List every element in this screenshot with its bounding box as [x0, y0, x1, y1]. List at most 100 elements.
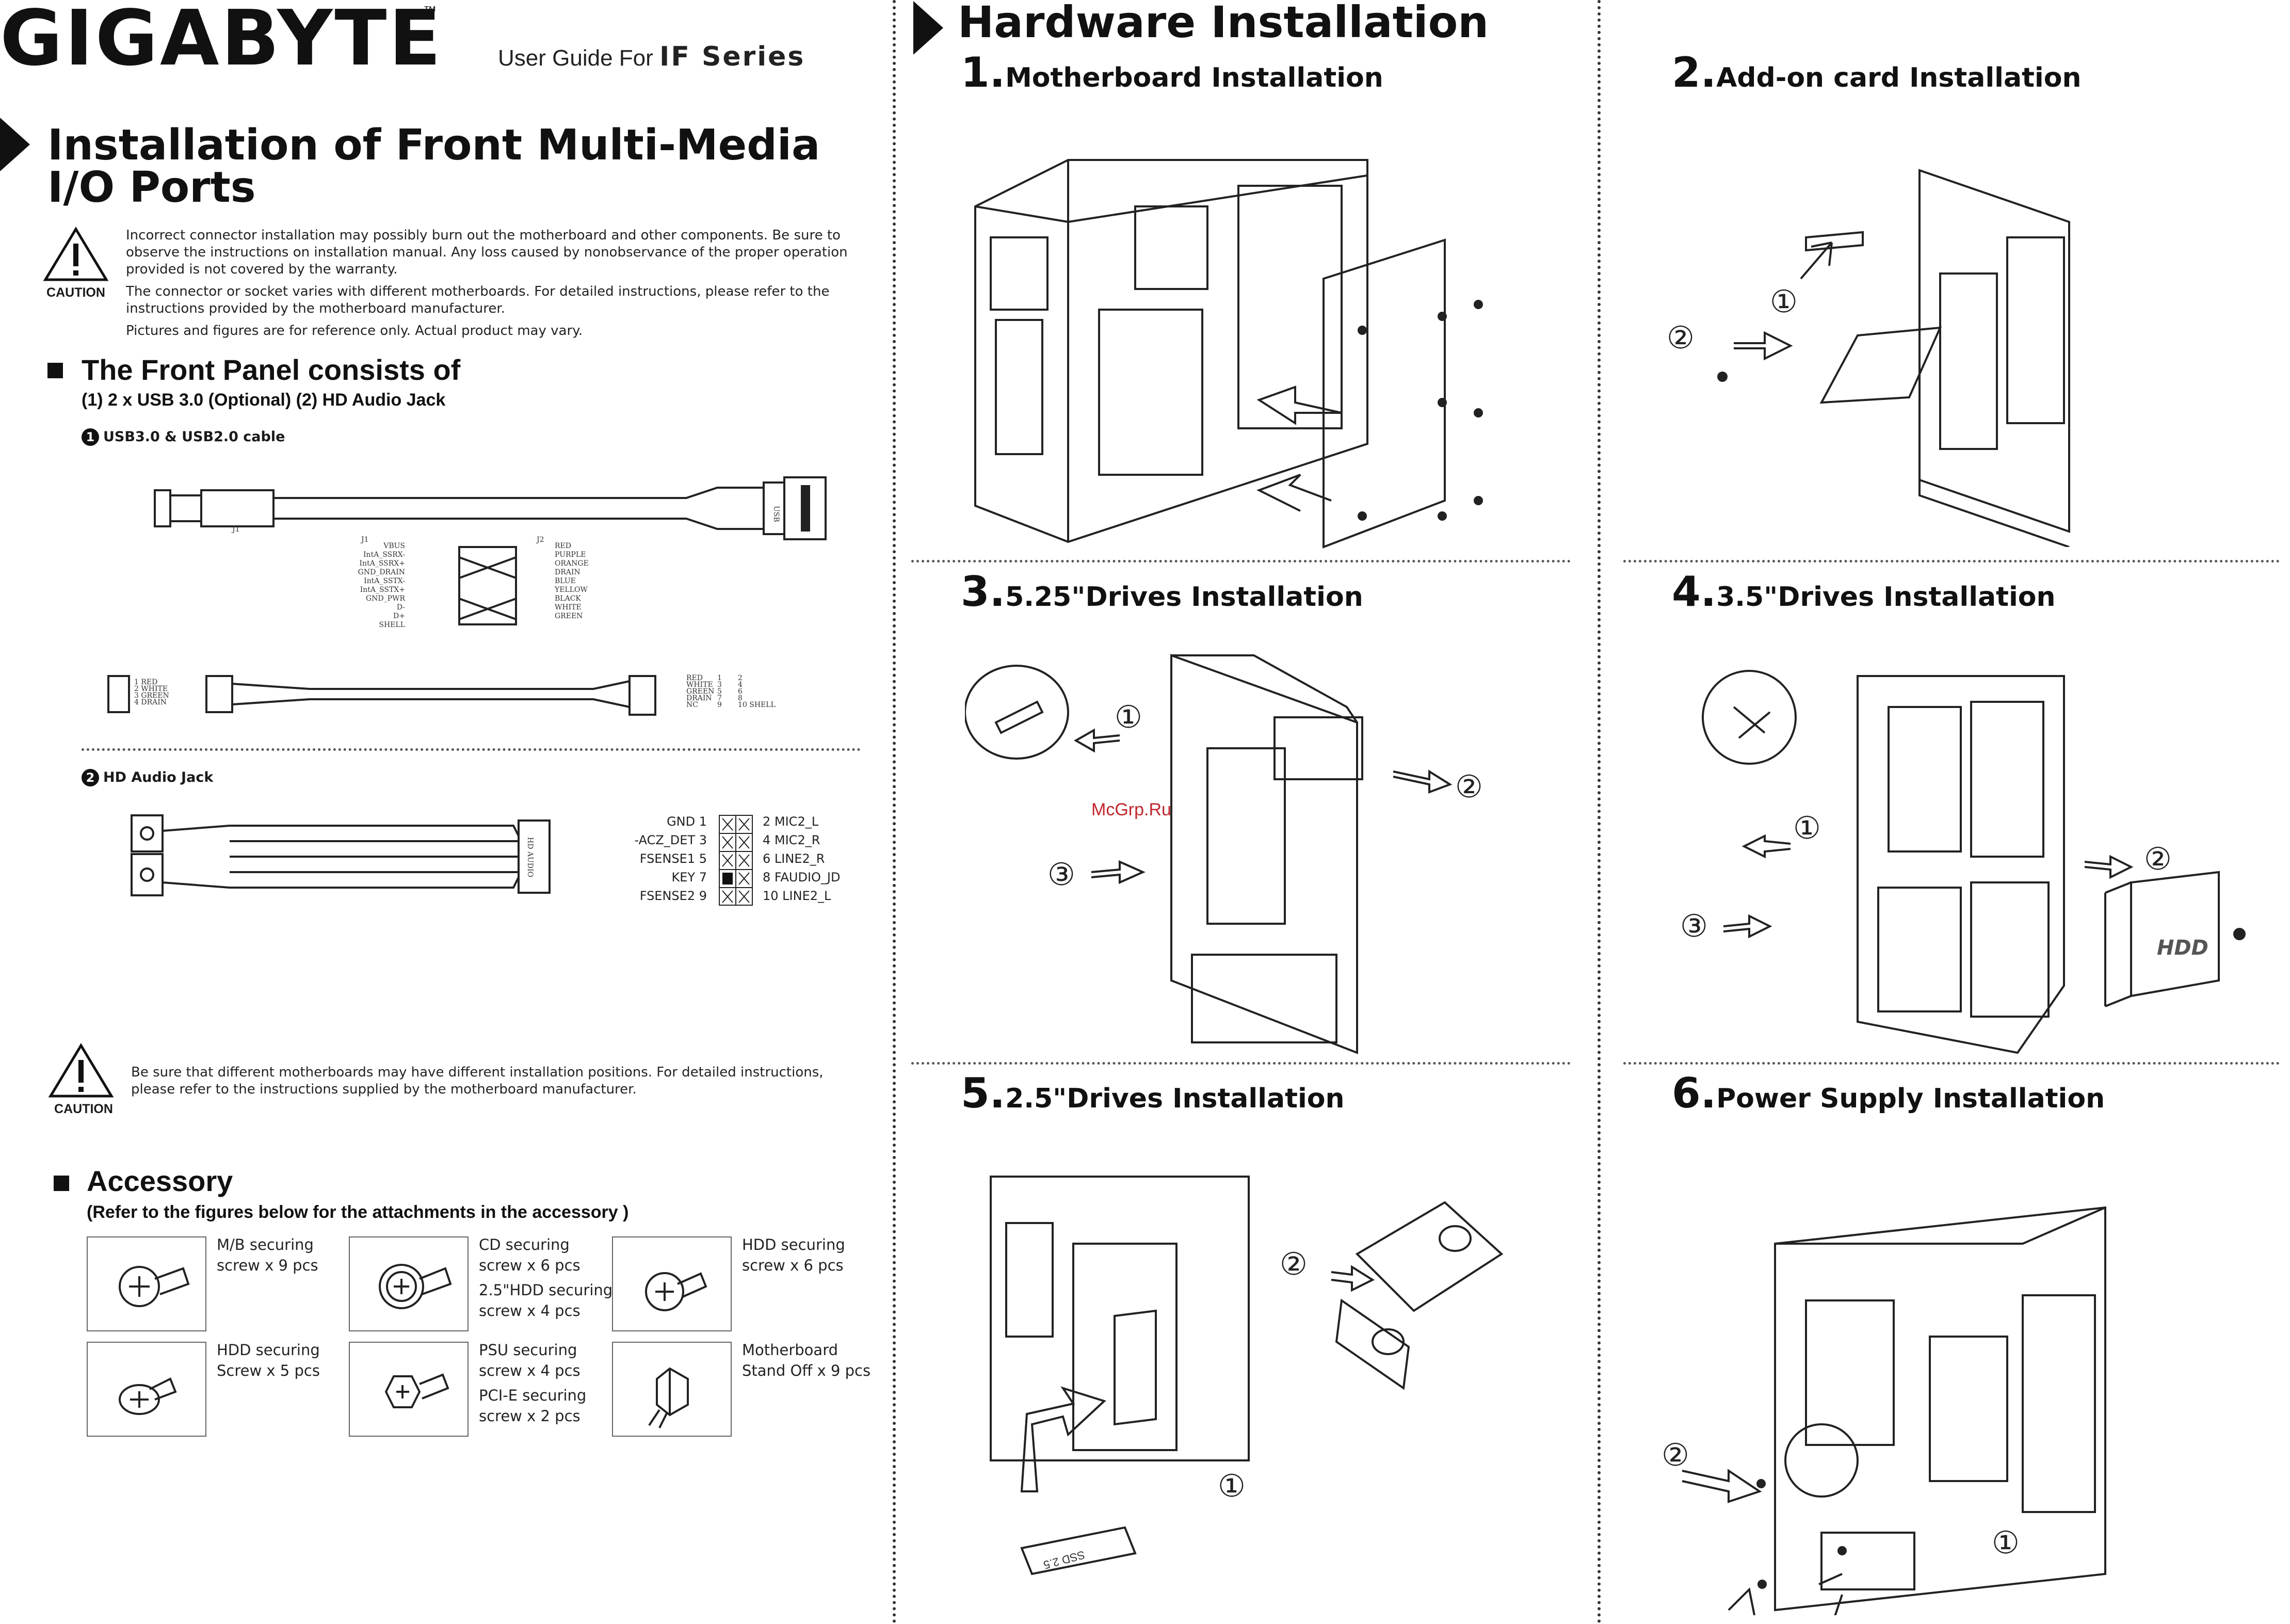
usb3-pin-label: VBUS [383, 542, 405, 550]
section-arrow-icon [913, 1, 943, 55]
row-divider [1623, 1062, 2280, 1065]
svg-text:①: ① [1115, 699, 1142, 735]
drive-25-diagram: SSD 2.5 ② ① [990, 1176, 1504, 1575]
accessory-subtitle: (Refer to the figures below for the atta… [87, 1202, 629, 1222]
svg-text:②: ② [2144, 841, 2172, 877]
mb-screw-image [87, 1236, 206, 1331]
usb3-pin-label: IntA_SSTX- [364, 577, 405, 585]
usb3-wire-color: YELLOW [554, 586, 588, 594]
hdd-screw-b-image [87, 1342, 206, 1437]
audio-pins-left: GND 1 -ACZ_DET 3 FSENSE1 5 KEY 7 FSENSE2… [634, 814, 707, 903]
row-divider [911, 1062, 1571, 1065]
left-title-line1: Installation of Front Multi-Media [47, 121, 820, 170]
hdd-label: HDD [2157, 936, 2208, 960]
row-divider [1623, 560, 2280, 562]
usb3-j1-label: J1 [360, 536, 369, 544]
usb2-pin-number: 5 [717, 687, 722, 696]
front-panel-title: The Front Panel consists of [82, 353, 461, 386]
cd-screw-image [349, 1236, 469, 1331]
accessory-title: Accessory [87, 1165, 233, 1197]
usb2-pin-label: 2 WHITE [134, 685, 168, 693]
usb3-pin-label: GND_PWR [366, 594, 405, 603]
audio-pin-grid [719, 815, 753, 906]
hd-audio-diagram: HD AUDIO [131, 814, 551, 896]
caution2-notes: Be sure that different motherboards may … [131, 1065, 824, 1097]
caution-label: CAUTION [54, 1102, 113, 1116]
usb2-pin-number: 3 [717, 681, 722, 689]
drive-525-diagram: ① ② ③ McGrp.Ru [965, 654, 1483, 1054]
usb2-wire-color: NC [686, 701, 698, 709]
usb3-pin-label: IntA_SSTX+ [360, 586, 405, 594]
psu-screw-image [349, 1342, 469, 1437]
usb-port-label: USB [772, 506, 780, 522]
audio-pins-right: 2 MIC2_L 4 MIC2_R 6 LINE2_R 8 FAUDIO_JD … [763, 814, 841, 903]
usb2-pin-number: 10 SHELL [738, 701, 776, 709]
usb3-pin-label: D+ [393, 612, 405, 620]
step-6-heading: 6.Power Supply Installation [1672, 1069, 2105, 1117]
note-line: Pictures and figures are for reference o… [126, 323, 583, 339]
addon-card-diagram: ① ② [1667, 169, 2070, 547]
guide-series: IF Series [659, 41, 805, 72]
caution-icon [43, 227, 109, 281]
watermark-text: McGrp.Ru [1091, 800, 1171, 819]
divider [82, 748, 861, 751]
usb2-pin-number: 7 [717, 694, 722, 702]
caution-label: CAUTION [46, 285, 105, 300]
note-line: The connector or socket varies with diff… [126, 284, 830, 299]
number-badge-1: 1 [82, 428, 99, 446]
svg-text:①: ① [1770, 284, 1798, 320]
step-2-heading: 2.Add-on card Installation [1672, 49, 2082, 97]
svg-text:③: ③ [1682, 908, 1708, 944]
step-4-heading: 4.3.5"Drives Installation [1672, 568, 2056, 616]
usb2-pin-number: 4 [738, 681, 743, 689]
usb2-pin-label: 3 GREEN [134, 692, 169, 700]
note-line: provided is not covered by the warranty. [126, 262, 398, 277]
usb2-wire-color: DRAIN [686, 694, 712, 702]
usb2-pin-number: 9 [717, 701, 722, 709]
usb3-wire-color: ORANGE [555, 559, 589, 568]
usb2-pin-label: 4 DRAIN [134, 698, 167, 706]
guide-prefix: User Guide For [498, 45, 659, 71]
usb3-wire-color: WHITE [555, 603, 582, 612]
front-panel-subtitle: (1) 2 x USB 3.0 (Optional) (2) HD Audio … [82, 390, 446, 410]
note-line: Incorrect connector installation may pos… [126, 228, 841, 243]
row-divider [911, 560, 1571, 562]
step-3-heading: 3.5.25"Drives Installation [961, 568, 1363, 616]
usb3-cable-diagram: USB J1 J1 J2 VBUSIntA_SSRX-IntA_SSRX+GND… [154, 476, 827, 629]
section-arrow-icon [0, 118, 30, 171]
svg-text:①: ① [1992, 1525, 2020, 1561]
power-supply-diagram: ② ① [1662, 1206, 2106, 1615]
hardware-title: Hardware Installation [958, 0, 1489, 47]
note-line: instructions provided by the motherboard… [126, 301, 505, 316]
svg-text:②: ② [1280, 1246, 1308, 1282]
motherboard-installation-diagram [974, 159, 1483, 549]
column-divider [893, 0, 896, 1624]
step-1-heading: 1.Motherboard Installation [961, 49, 1383, 97]
bullet-square-icon [47, 363, 63, 378]
svg-text:③: ③ [1047, 857, 1075, 893]
note-line: observe the instructions on installation… [126, 245, 848, 260]
usb3-pin-label: IntA_SSRX- [363, 551, 405, 559]
usb2-wire-color: WHITE [686, 681, 713, 689]
column-divider [1598, 0, 1601, 1624]
usb2-pin-number: 1 [717, 674, 722, 682]
hd-audio-connector-label: HD AUDIO [526, 837, 534, 877]
caution-icon [48, 1043, 114, 1098]
usb3-pin-label: IntA_SSRX+ [360, 559, 405, 568]
caution-block-2: CAUTION [47, 1042, 120, 1117]
user-guide-caption: User Guide For IF Series [498, 41, 805, 72]
usb2-pin-number: 6 [738, 687, 743, 696]
step-5-heading: 5.2.5"Drives Installation [961, 1069, 1345, 1117]
usb3-wire-color: GREEN [555, 612, 583, 620]
bullet-square-icon [54, 1176, 69, 1191]
standoff-image [612, 1342, 732, 1437]
usb3-j2-label: J2 [536, 536, 544, 544]
usb2-pin-number: 8 [738, 694, 743, 702]
